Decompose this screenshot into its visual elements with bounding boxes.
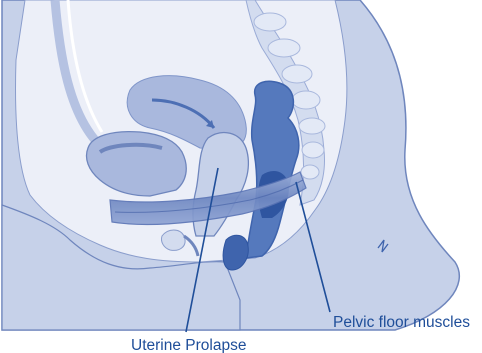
pelvic-floor-label: Pelvic floor muscles <box>333 314 470 331</box>
uterine-prolapse-label: Uterine Prolapse <box>131 337 246 353</box>
pubic-bone <box>161 230 185 250</box>
